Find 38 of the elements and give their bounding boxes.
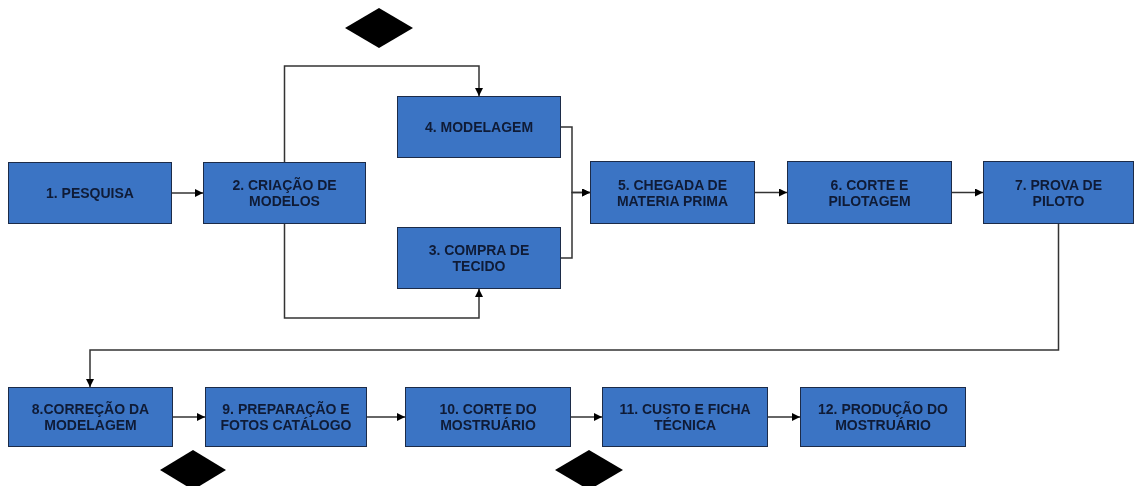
process-box	[590, 161, 755, 224]
step-label: 12. PRODUÇÃO DO MOSTRUÁRIO	[817, 401, 949, 433]
step-label: 7. PROVA DE PILOTO	[1013, 176, 1104, 209]
step-label: 9. PREPARAÇÃO E FOTOS CATÁLOGO	[219, 401, 353, 433]
arrow	[283, 65, 483, 163]
arrow	[767, 413, 801, 421]
arrow	[171, 189, 204, 197]
diamond-marker	[160, 450, 226, 486]
arrow	[754, 188, 788, 197]
process-box	[205, 387, 367, 447]
arrow	[560, 188, 591, 259]
step-label: 5. CHEGADA DE MATERIA PRIMA	[615, 176, 730, 209]
diamond-marker	[345, 8, 413, 48]
arrow	[172, 413, 206, 421]
process-box	[203, 162, 366, 224]
arrow	[86, 223, 1060, 388]
step-label: 11. CUSTO E FICHA TÉCNICA	[618, 401, 752, 433]
step-label: 6. CORTE E PILOTAGEM	[827, 176, 912, 209]
arrow	[951, 188, 984, 197]
step-label: 10. CORTE DO MOSTRUÁRIO	[438, 401, 538, 433]
process-box	[8, 162, 172, 224]
process-box	[397, 227, 561, 289]
process-box	[787, 161, 952, 224]
process-box	[602, 387, 768, 447]
process-box	[397, 96, 561, 158]
step-label: 3. COMPRA DE TECIDO	[427, 242, 531, 274]
step-label: 4. MODELAGEM	[424, 119, 534, 135]
process-box	[983, 161, 1134, 224]
step-label: 1. PESQUISA	[46, 185, 134, 201]
process-box	[405, 387, 571, 447]
process-box	[8, 387, 173, 447]
process-box	[800, 387, 966, 447]
step-label: 8.CORREÇÃO DA MODELAGEM	[30, 401, 151, 433]
arrow	[570, 413, 603, 421]
arrow	[283, 223, 483, 319]
step-label: 2. CRIAÇÃO DE MODELOS	[231, 177, 338, 209]
diamond-marker	[555, 450, 623, 486]
arrow	[366, 413, 406, 421]
